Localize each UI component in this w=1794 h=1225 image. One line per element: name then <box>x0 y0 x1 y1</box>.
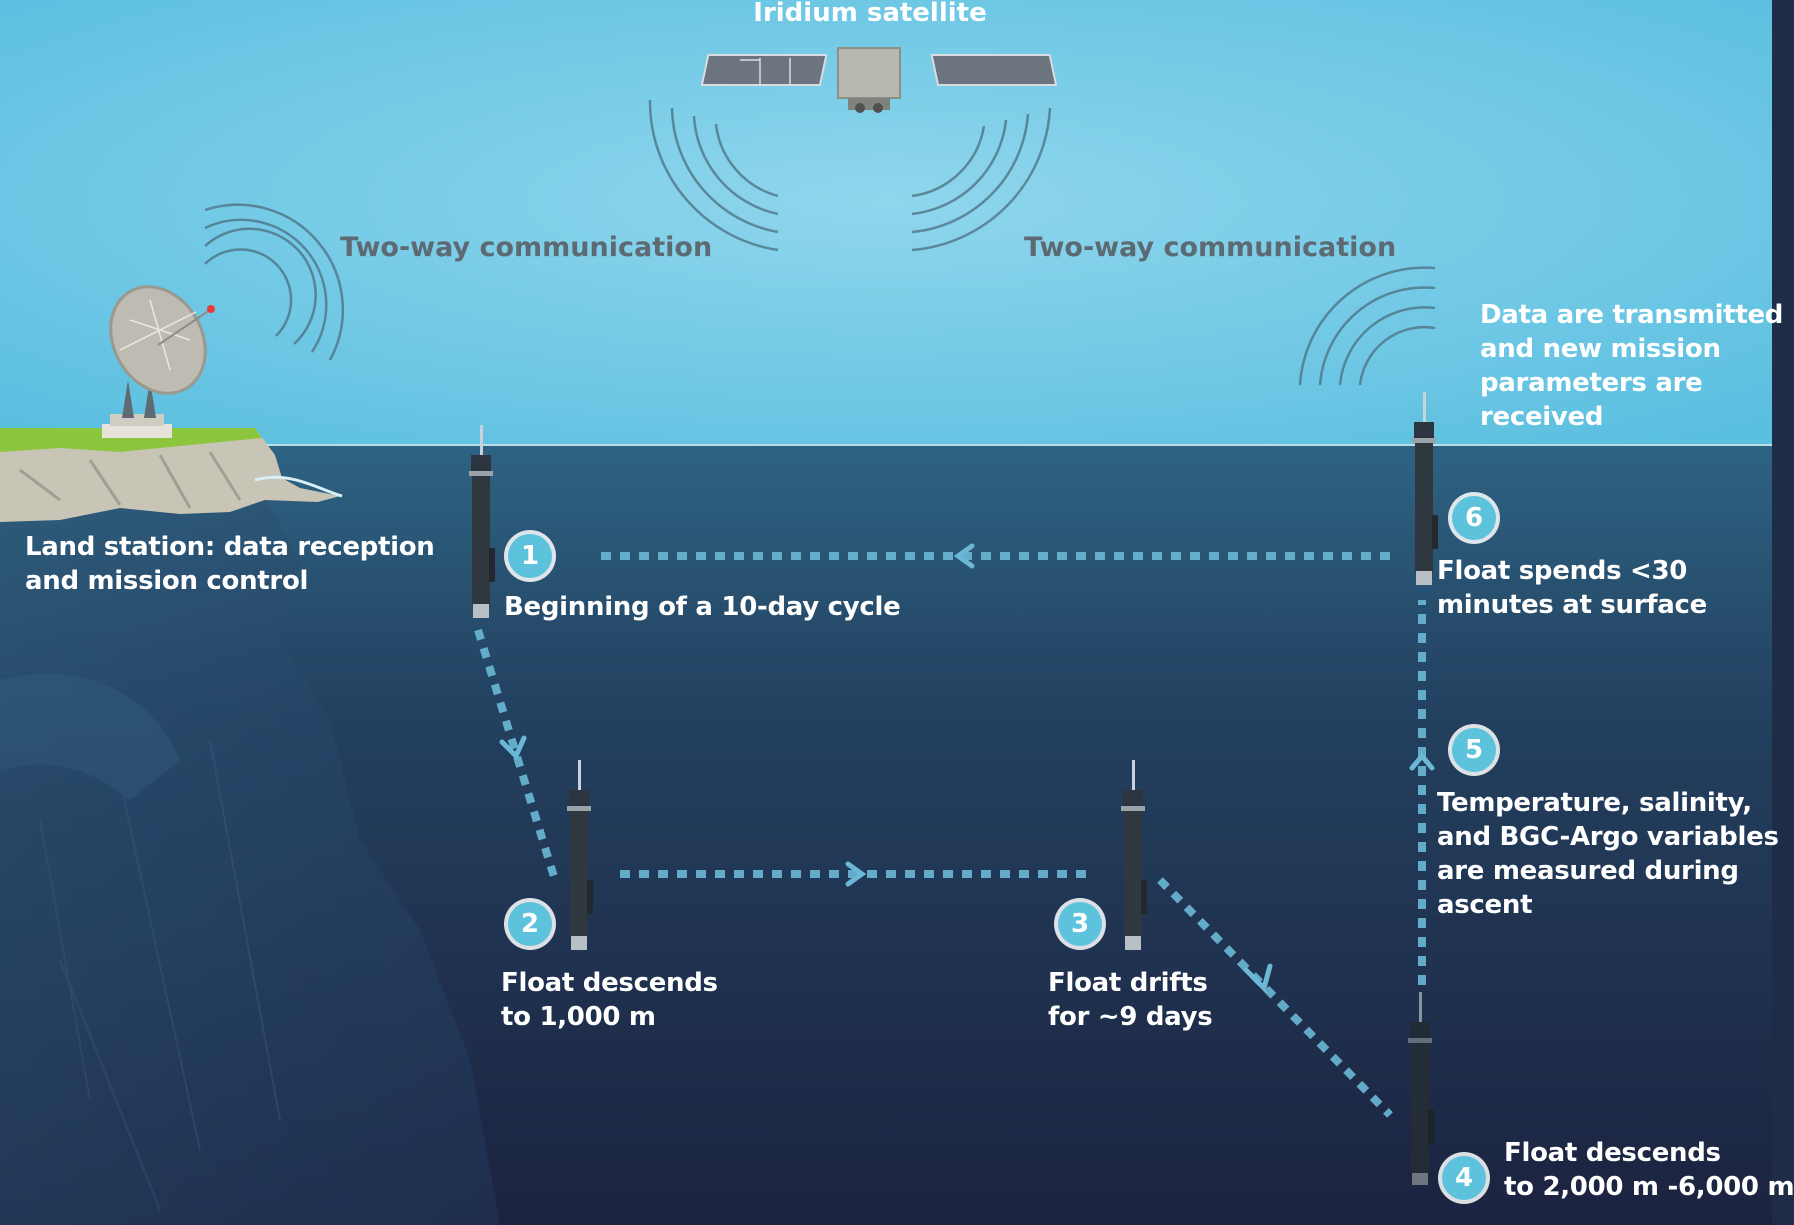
step-label-4: Float descends to 2,000 m -6,000 m <box>1504 1136 1794 1204</box>
comm-label-left: Two-way communication <box>340 232 713 263</box>
signal-arcs-sat-right <box>911 107 1052 252</box>
float-cycle-path <box>474 552 1426 1118</box>
step-line: and BGC-Argo variables <box>1437 822 1779 852</box>
satellite-dish-icon <box>102 285 215 438</box>
step-badge-3: 3 <box>1058 902 1102 946</box>
argo-float-icon <box>1408 992 1434 1185</box>
step-line: Beginning of a 10-day cycle <box>504 592 901 622</box>
land-island <box>0 428 343 522</box>
arrow-up-icon <box>1409 752 1435 771</box>
step-line: for ~9 days <box>1048 1002 1213 1032</box>
step-badge-6: 6 <box>1452 496 1496 540</box>
step-label-3: Float drifts for ~9 days <box>1048 966 1213 1034</box>
step-line: Float drifts <box>1048 968 1208 998</box>
transmit-line: and new mission <box>1480 334 1721 364</box>
step-line: to 1,000 m <box>501 1002 656 1032</box>
transmit-line: parameters are <box>1480 368 1703 398</box>
step-line: minutes at surface <box>1437 590 1707 620</box>
signal-arcs-sat-left <box>648 99 779 252</box>
path-descent-deep <box>1157 877 1393 1118</box>
signal-arcs-float <box>1298 266 1436 386</box>
signal-arcs-land <box>204 203 345 361</box>
step-line: ascent <box>1437 890 1533 920</box>
argo-float-icon <box>1412 392 1438 585</box>
step-label-6: Float spends <30 minutes at surface <box>1437 554 1707 622</box>
argo-float-icon <box>567 760 593 950</box>
step-label-5: Temperature, salinity, and BGC-Argo vari… <box>1437 786 1779 922</box>
argo-float-icon <box>1121 760 1147 950</box>
underwater-cliff <box>0 490 500 1225</box>
step-badge-4: 4 <box>1442 1156 1486 1200</box>
argo-float-icon <box>469 425 495 618</box>
step-line: Float descends <box>1504 1138 1721 1168</box>
step-badge-2: 2 <box>508 902 552 946</box>
step-line: Float spends <30 <box>1437 556 1688 586</box>
path-arrows <box>499 543 1435 993</box>
arrow-down-icon <box>499 735 527 761</box>
transmit-line: received <box>1480 402 1604 432</box>
step-label-1: Beginning of a 10-day cycle <box>504 590 901 624</box>
step-line: to 2,000 m -6,000 m <box>1504 1172 1794 1202</box>
arrow-right-icon <box>845 861 867 887</box>
land-station-line: and mission control <box>25 566 309 596</box>
land-station-line: Land station: data reception <box>25 532 435 562</box>
step-badge-1: 1 <box>508 534 552 578</box>
iridium-satellite-icon <box>700 47 1058 113</box>
step-label-2: Float descends to 1,000 m <box>501 966 718 1034</box>
arrow-down-right-icon <box>1243 963 1273 993</box>
step-line: Float descends <box>501 968 718 998</box>
comm-label-right: Two-way communication <box>1024 232 1397 263</box>
satellite-label: Iridium satellite <box>753 0 987 28</box>
step-line: are measured during <box>1437 856 1739 886</box>
path-descent-1000 <box>474 628 559 882</box>
transmit-line: Data are transmitted <box>1480 300 1784 330</box>
step-line: Temperature, salinity, <box>1437 788 1752 818</box>
arrow-left-icon <box>953 543 975 569</box>
land-station-label: Land station: data reception and mission… <box>25 530 435 598</box>
surface-transmit-label: Data are transmitted and new mission par… <box>1480 298 1783 434</box>
step-badge-5: 5 <box>1452 728 1496 772</box>
